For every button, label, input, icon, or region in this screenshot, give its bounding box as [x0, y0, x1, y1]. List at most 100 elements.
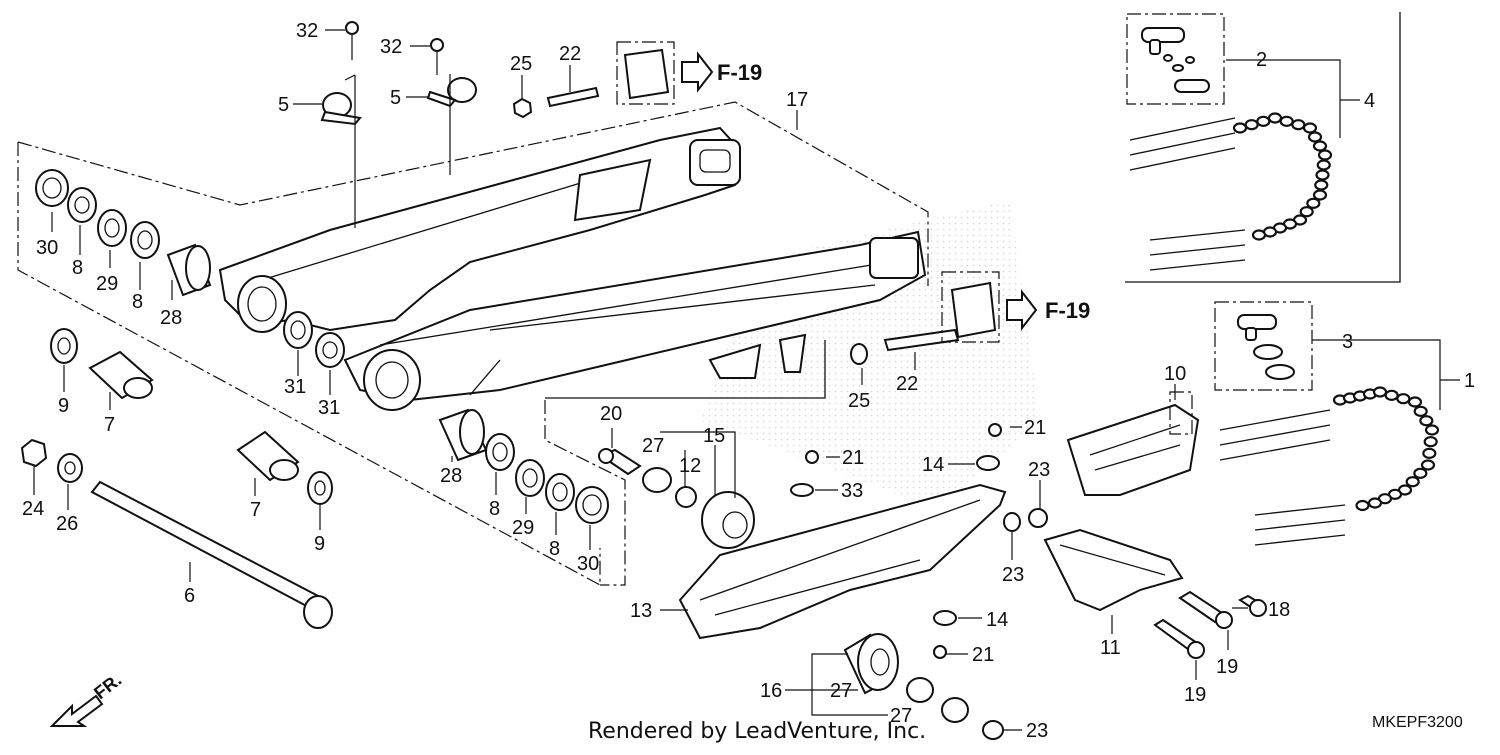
- chain-link-icon: [1279, 115, 1294, 127]
- chain-link-icon: [1396, 393, 1411, 405]
- chain-link-icon: [1424, 424, 1440, 436]
- callout: 17: [786, 89, 808, 111]
- swingarm-icon: [218, 126, 927, 411]
- callout: 5: [278, 94, 289, 116]
- chain-link-icon: [1312, 140, 1328, 152]
- collar-27c-icon: [941, 697, 969, 723]
- collar-9b-icon: [307, 471, 333, 505]
- chain-guide-10-icon: [1066, 391, 1200, 496]
- callout: 14: [986, 609, 1008, 631]
- nut-25a-icon: [512, 97, 533, 119]
- callout: 21: [1024, 417, 1046, 439]
- chain-link-icon: [1367, 497, 1383, 509]
- front-direction-arrow-icon: [49, 694, 104, 727]
- diagram-code: MKEPF3200: [1372, 714, 1463, 731]
- collar-12-icon: [675, 486, 697, 508]
- nut-24-icon: [20, 438, 48, 468]
- callout: 4: [1364, 90, 1375, 112]
- washer-8c-icon: [485, 433, 515, 471]
- callout: 18: [1268, 599, 1290, 621]
- callout: 7: [250, 499, 261, 521]
- chain-box-top: [1125, 12, 1401, 283]
- callout: 6: [184, 585, 195, 607]
- chain-link-icon: [1372, 386, 1388, 398]
- bearing-28b-icon: [438, 408, 488, 462]
- chain-link-icon: [1267, 112, 1283, 124]
- bolt-18-icon: [1178, 590, 1233, 629]
- callout: 23: [1026, 720, 1048, 742]
- callout: 30: [577, 553, 599, 575]
- callout: 28: [160, 307, 182, 329]
- chain-link-icon: [1355, 499, 1370, 512]
- nut-25b-icon: [850, 343, 868, 365]
- swingarm-assembly-frame: [17, 101, 929, 587]
- chain-link-icon: [1420, 459, 1436, 471]
- callout: 33: [841, 480, 863, 502]
- nut-14a-icon: [976, 455, 1000, 471]
- chain-link-icon: [1312, 189, 1328, 201]
- callout: 22: [559, 43, 581, 65]
- callout: 8: [132, 291, 143, 313]
- washer-8a-icon: [67, 187, 97, 223]
- callout: 25: [848, 390, 870, 412]
- chain-link-icon: [1384, 389, 1399, 401]
- roller-16-icon: [843, 633, 899, 695]
- chain-link-icon: [1314, 179, 1329, 191]
- callout: 1: [1464, 370, 1475, 392]
- callout: 8: [489, 498, 500, 520]
- drive-chain-bottom-icon: [1332, 386, 1440, 512]
- screw-32b-icon: [430, 38, 444, 75]
- chain-link-icon: [1244, 119, 1259, 131]
- callout: 8: [72, 257, 83, 279]
- arrow-ref-mid-icon: [1006, 289, 1038, 331]
- collar-27b-icon: [906, 677, 934, 703]
- chain-slider-13-icon: [678, 483, 1007, 640]
- callout: 19: [1184, 684, 1206, 706]
- callout: 32: [380, 36, 402, 58]
- bolt-20-icon: [597, 448, 642, 476]
- callout: 23: [1002, 564, 1024, 586]
- master-link-kit-top-icon: [1141, 27, 1210, 93]
- chain-link-icon: [1291, 119, 1306, 131]
- chain-link-icon: [1299, 206, 1314, 218]
- washer-8b-icon: [130, 221, 160, 259]
- callout: 28: [440, 465, 462, 487]
- chain-link-icon: [1256, 115, 1271, 127]
- callout: 27: [890, 705, 912, 727]
- callout: 26: [56, 513, 78, 535]
- nut-23b-icon: [1003, 512, 1021, 532]
- bearing-seal-30a-icon: [35, 169, 69, 207]
- callout: 21: [972, 644, 994, 666]
- callout: 19: [1216, 656, 1238, 678]
- callout: 5: [390, 87, 401, 109]
- needle-bearing-29b-icon: [515, 459, 545, 497]
- guide-bracket-11-icon: [1043, 528, 1184, 612]
- callout: 24: [22, 498, 44, 520]
- screw-32a-icon: [345, 21, 359, 60]
- callout: 2: [1256, 49, 1267, 71]
- master-link-kit-bottom-icon: [1237, 314, 1295, 380]
- adjuster-bolt-22a-icon: [546, 86, 600, 108]
- adjuster-block-mid-icon: [941, 271, 1000, 343]
- callout-labels: 32 32 25 22 5 5 17 2 4 30 8 29 8 28 9 7 …: [22, 20, 1475, 742]
- chain-link-icon: [1251, 229, 1267, 241]
- leader-lines: [33, 29, 1460, 731]
- nut-14b-icon: [933, 610, 957, 626]
- washer-33-icon: [790, 483, 814, 497]
- callout: 12: [679, 455, 701, 477]
- callout: 27: [642, 435, 664, 457]
- chain-link-icon: [1413, 405, 1428, 417]
- drive-chain-top-icon: [1232, 112, 1333, 241]
- bolt-19a-icon: [1238, 594, 1267, 617]
- chain-link-icon: [1423, 436, 1438, 448]
- reference-label-top: F-19: [717, 60, 762, 85]
- chain-link-icon: [1419, 415, 1434, 427]
- chain-link-icon: [1316, 159, 1331, 171]
- chain-link-icon: [1232, 122, 1248, 134]
- screw-21c-icon: [933, 645, 947, 659]
- collar-27a-icon: [642, 467, 672, 493]
- adjuster-bolt-22b-icon: [883, 328, 960, 352]
- callout: 32: [296, 20, 318, 42]
- chain-link-icon: [1407, 396, 1423, 408]
